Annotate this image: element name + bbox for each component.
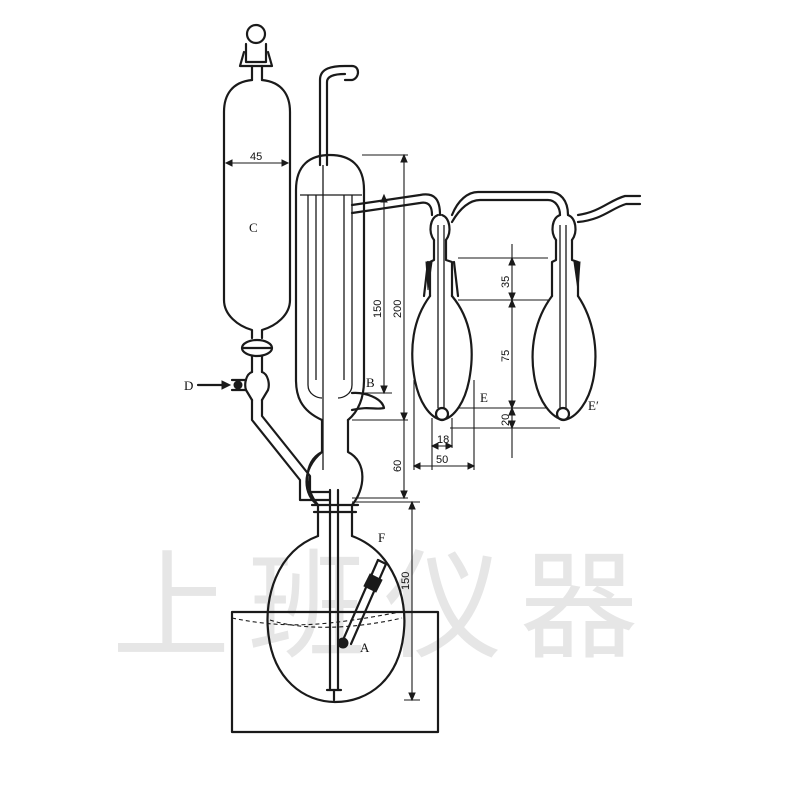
round-bottom-flask [266,503,406,704]
absorber-connector [450,190,570,224]
dim-flask-height: 150 [400,572,412,590]
dim-absorber-tip: 20 [500,414,512,426]
watermark-text: 上班仪器 [112,538,656,676]
dim-condenser-outer: 200 [392,300,404,318]
dim-reservoir-width: 45 [250,151,262,163]
dim-condenser-inner: 150 [372,300,384,318]
dim-absorber-tip-width: 18 [437,434,449,446]
thermometer-f [337,558,388,649]
delivery-tube [350,193,442,217]
label-c: C [249,220,258,235]
dim-absorber-top: 35 [500,276,512,288]
label-f: F [378,530,385,545]
label-e: E [480,390,488,405]
label-d: D [184,378,193,393]
absorber-e [411,225,473,422]
bath-liquid-level [231,611,401,626]
inlet-tube [328,488,340,692]
label-b: B [366,375,375,390]
label-e-prime: E′ [588,398,599,413]
label-a: A [360,640,370,655]
dimension-lines [224,153,560,702]
flask-liquid-level [269,617,403,628]
reservoir-c [222,23,332,502]
condenser-column [294,64,386,507]
dim-neck-height: 60 [392,460,404,472]
dim-absorber-width: 50 [436,454,448,466]
heating-bath [230,610,440,734]
dim-absorber-body: 75 [500,350,512,362]
absorber-e-prime [531,194,642,422]
